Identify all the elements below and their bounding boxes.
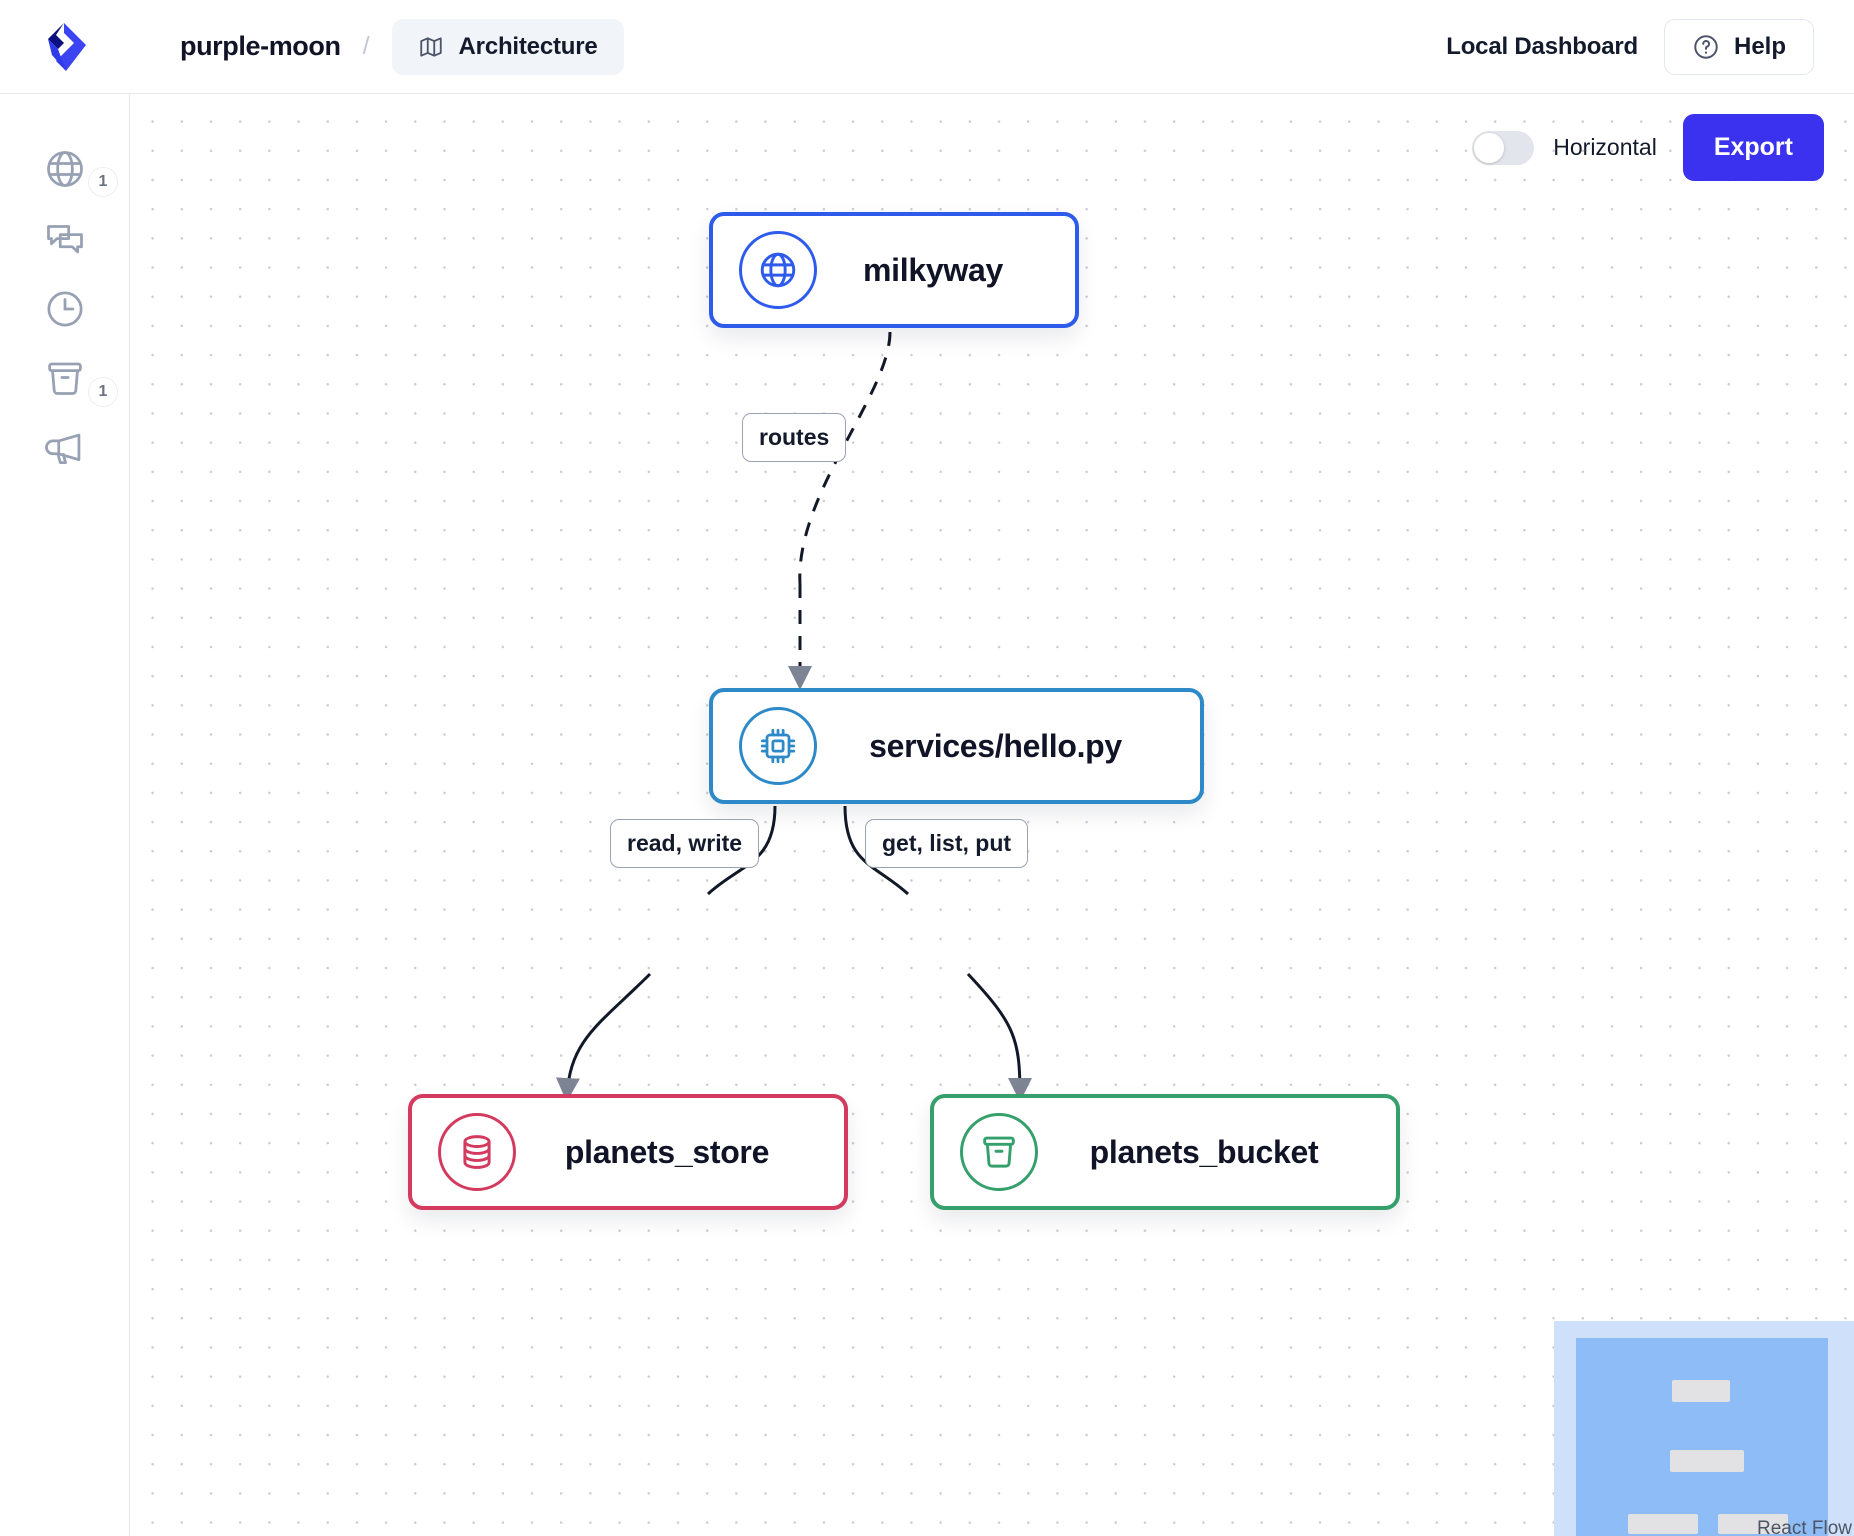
bucket-icon <box>48 362 82 395</box>
edge-get-list-put-a <box>843 805 910 896</box>
node-service-icon-ring <box>739 707 817 785</box>
canvas-controls: Horizontal Export <box>1472 114 1824 181</box>
react-flow-attribution[interactable]: React Flow <box>1756 1518 1852 1536</box>
node-service-label: services/hello.py <box>869 727 1122 764</box>
architecture-canvas[interactable]: Horizontal Export milkyway <box>130 94 1854 1536</box>
orientation-toggle-label: Horizontal <box>1553 134 1657 160</box>
brand-logo[interactable] <box>0 0 130 94</box>
sidebar-item-announcements[interactable] <box>0 414 130 484</box>
node-store-label: planets_store <box>564 1133 770 1170</box>
globe-icon <box>47 151 83 187</box>
messages-icon <box>47 225 83 254</box>
clock-icon <box>47 291 83 327</box>
sidebar-item-globe[interactable]: 1 <box>0 134 130 204</box>
minimap-node <box>1718 1514 1788 1534</box>
edge-routes <box>798 331 892 585</box>
edge-read-write-b <box>555 972 652 1102</box>
edge-get-list-put-b <box>966 972 1032 1102</box>
database-icon <box>463 1135 491 1169</box>
help-button-label: Help <box>1733 32 1786 60</box>
minimap-viewport[interactable] <box>1576 1338 1828 1536</box>
minimap[interactable] <box>1554 1321 1854 1536</box>
project-name[interactable]: purple-moon <box>180 31 341 61</box>
orientation-toggle[interactable] <box>1472 130 1535 165</box>
node-milkyway[interactable]: milkyway <box>709 212 1079 328</box>
node-services-hello-py[interactable]: services/hello.py <box>709 688 1204 804</box>
minimap-node <box>1670 1450 1744 1472</box>
minimap-node <box>1628 1514 1698 1534</box>
sidebar-item-history[interactable] <box>0 274 130 344</box>
bucket-icon <box>983 1136 1015 1168</box>
minimap-node <box>1672 1380 1730 1402</box>
node-planets-bucket[interactable]: planets_bucket <box>930 1094 1400 1210</box>
tab-architecture-label: Architecture <box>458 32 598 60</box>
node-bucket-icon-ring <box>960 1113 1038 1191</box>
node-planets-store[interactable]: planets_store <box>408 1094 848 1210</box>
megaphone-icon <box>45 433 81 464</box>
edge-label-read-write[interactable]: read, write <box>610 819 760 868</box>
sidebar-badge-globe: 1 <box>88 167 118 197</box>
tab-architecture[interactable]: Architecture <box>391 18 624 75</box>
orientation-toggle-knob <box>1474 132 1505 163</box>
map-icon <box>419 36 442 57</box>
export-button[interactable]: Export <box>1682 114 1824 181</box>
top-header: purple-moon / Architecture Local Dashboa… <box>0 0 1854 94</box>
cpu-chip-icon <box>760 728 796 764</box>
edge-label-get-list-put[interactable]: get, list, put <box>865 819 1029 868</box>
node-bucket-label: planets_bucket <box>1089 1133 1319 1170</box>
brand-logo-icon <box>48 22 86 71</box>
node-milkyway-label: milkyway <box>863 251 1003 288</box>
sidebar-item-storage[interactable]: 1 <box>0 344 130 414</box>
sidebar-badge-storage: 1 <box>88 377 118 407</box>
breadcrumb-separator: / <box>362 32 370 60</box>
left-sidebar: 1 <box>0 94 130 1536</box>
node-milkyway-icon-ring <box>739 231 817 309</box>
node-store-icon-ring <box>438 1113 516 1191</box>
local-dashboard-label: Local Dashboard <box>1446 32 1638 60</box>
globe-icon <box>760 252 796 288</box>
help-button[interactable]: Help <box>1663 18 1814 75</box>
question-circle-icon <box>1694 34 1718 59</box>
edge-label-routes[interactable]: routes <box>742 413 847 462</box>
sidebar-item-messages[interactable] <box>0 204 130 274</box>
header-right-group: Local Dashboard Help <box>1446 18 1854 75</box>
